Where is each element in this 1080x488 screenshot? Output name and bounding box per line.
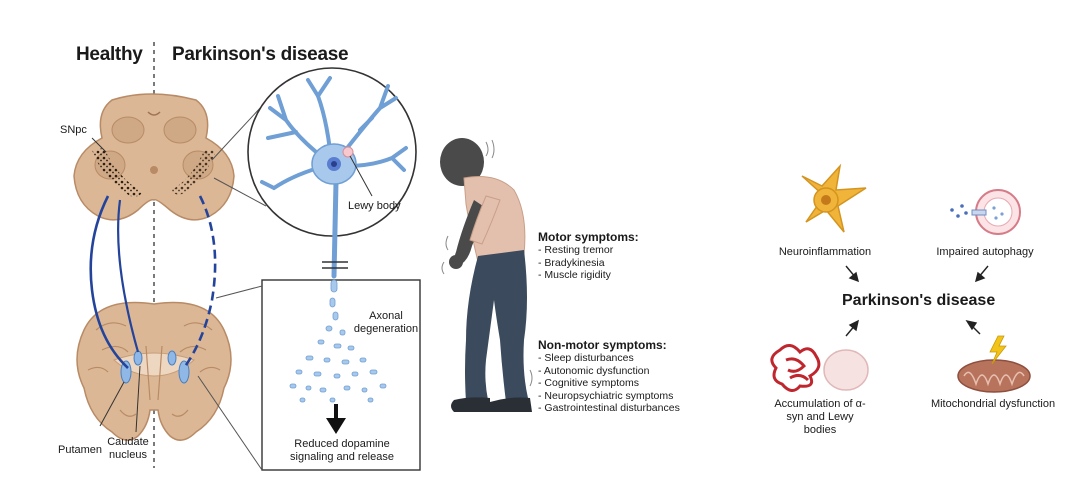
label-impaired-autophagy: Impaired autophagy (936, 246, 1034, 258)
label-lewy-body: Lewy body (348, 200, 401, 212)
pathway-healthy-2 (117, 199, 140, 353)
nonmotor-symptoms-title: Non-motor symptoms: (538, 338, 667, 352)
label-caudate-nucleus: Caudate nucleus (107, 436, 149, 461)
zoom-line (215, 285, 263, 299)
zoom-line (197, 375, 263, 471)
label-mitochondrial-dysfunction: Mitochondrial dysfunction (930, 398, 1056, 410)
zoom-line (213, 177, 267, 207)
nonmotor-symptom-item: - Gastrointestinal disturbances (538, 402, 680, 414)
mitochondria-icon (957, 335, 1031, 393)
sn-healthy (92, 148, 142, 197)
alpha-syn-aggregate-icon (770, 344, 821, 392)
axon-box (261, 279, 421, 471)
caudate-right (167, 350, 177, 366)
motor-symptoms: Motor symptoms: - Resting tremor - Brady… (538, 230, 639, 282)
nonmotor-symptom-item: - Sleep disturbances (538, 352, 634, 364)
sn-pd (172, 150, 216, 195)
autophagy-icon (950, 189, 1021, 235)
mechanisms-center-title: Parkinson's disease (842, 292, 996, 309)
label-neuroinflammation: Neuroinflammation (778, 246, 872, 258)
pathway-pd (182, 195, 217, 369)
midbrain-section (73, 93, 235, 221)
motor-symptom-item: - Bradykinesia (538, 256, 605, 269)
coronal-brain (76, 301, 232, 441)
zoom-line (211, 105, 263, 161)
motor-symptom-item: - Muscle rigidity (538, 269, 611, 281)
label-accumulation: Accumulation of α-syn and Lewy bodies (774, 398, 866, 436)
patient-figure (440, 138, 533, 412)
lewy-body-dot (342, 146, 354, 158)
putamen-right (178, 360, 190, 384)
mechanism-arrows (845, 265, 989, 337)
motor-symptom-item: - Resting tremor (538, 244, 614, 256)
caudate-left (133, 350, 143, 366)
lightning-icon (989, 335, 1007, 365)
astrocyte-icon (801, 163, 867, 233)
nonmotor-symptom-item: - Autonomic dysfunction (538, 364, 650, 377)
nonmotor-symptoms: Non-motor symptoms: - Sleep disturbances… (538, 338, 680, 415)
header-healthy: Healthy (76, 44, 143, 65)
axon-fragments (289, 279, 387, 403)
label-reduced-dopamine: Reduced dopamine signaling and release (290, 438, 394, 463)
header-pd: Parkinson's disease (172, 44, 349, 65)
lewy-body-icon (823, 349, 869, 391)
putamen-left (120, 360, 132, 384)
motor-symptoms-title: Motor symptoms: (538, 230, 639, 244)
label-axonal-degeneration: Axonal degeneration (353, 310, 419, 335)
label-snpc: SNpc (60, 124, 87, 136)
nonmotor-symptom-item: - Neuropsychiatric symptoms (538, 389, 674, 402)
label-putamen: Putamen (58, 444, 103, 456)
nonmotor-symptom-item: - Cognitive symptoms (538, 377, 639, 389)
down-arrow-icon (326, 418, 346, 434)
pathway-healthy (89, 195, 129, 369)
